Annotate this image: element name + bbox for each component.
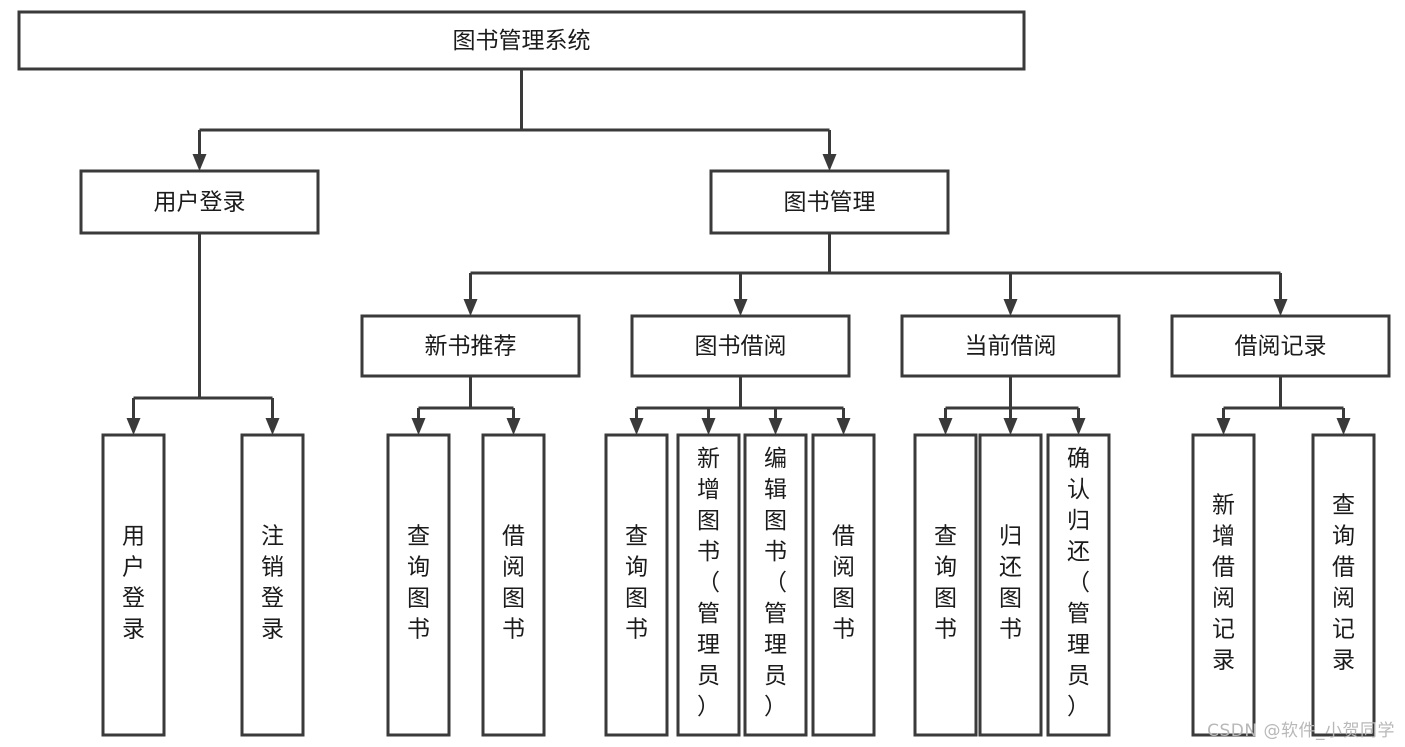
arrow-head-icon — [126, 418, 141, 435]
arrow-head-icon — [836, 418, 851, 435]
arrow-head-icon — [768, 418, 783, 435]
arrow-head-icon — [192, 154, 207, 171]
node-leaf-borrow-book-rec-label: 借阅图书 — [502, 524, 525, 643]
node-leaf-borrow-book-rec-box[interactable] — [481, 433, 546, 737]
arrow-head-icon — [629, 418, 644, 435]
node-current-borrow[interactable]: 当前借阅 — [900, 314, 1121, 378]
arrow-head-icon — [1273, 299, 1288, 316]
arrow-head-icon — [1003, 418, 1018, 435]
node-layer: 图书管理系统用户登录图书管理新书推荐图书借阅当前借阅借阅记录用户登录注销登录查询… — [17, 10, 1391, 737]
node-leaf-query-book-cur-box[interactable] — [913, 433, 978, 737]
node-new-book-rec-label: 新书推荐 — [425, 334, 517, 360]
node-leaf-query-book-rec-label: 查询图书 — [407, 524, 430, 643]
node-root-box[interactable] — [17, 10, 1026, 71]
node-leaf-query-book-cur-label: 查询图书 — [934, 524, 957, 643]
arrow-head-icon — [701, 418, 716, 435]
node-book-manage[interactable]: 图书管理 — [709, 169, 950, 235]
connector-layer — [126, 69, 1351, 435]
node-leaf-query-book-borrow-box[interactable] — [604, 433, 669, 737]
node-leaf-query-book-borrow[interactable]: 查询图书 — [604, 433, 669, 737]
node-current-borrow-label: 当前借阅 — [965, 334, 1057, 360]
node-leaf-return-book[interactable]: 归还图书 — [978, 433, 1043, 737]
node-leaf-query-book-rec-box[interactable] — [386, 433, 451, 737]
node-leaf-confirm-return-label: 确认归还（管理员） — [1067, 446, 1090, 720]
arrow-head-icon — [1336, 418, 1351, 435]
node-leaf-logout[interactable]: 注销登录 — [240, 433, 305, 737]
node-book-borrow-box[interactable] — [630, 314, 851, 378]
node-leaf-edit-book-box[interactable] — [743, 433, 808, 737]
node-leaf-user-login[interactable]: 用户登录 — [101, 433, 166, 737]
node-book-borrow-label: 图书借阅 — [695, 334, 787, 360]
node-leaf-confirm-return[interactable]: 确认归还（管理员） — [1046, 433, 1111, 737]
node-book-manage-box[interactable] — [709, 169, 950, 235]
arrow-head-icon — [822, 154, 837, 171]
node-leaf-add-record[interactable]: 新增借阅记录 — [1191, 433, 1256, 737]
node-current-borrow-box[interactable] — [900, 314, 1121, 378]
arrow-head-icon — [265, 418, 280, 435]
node-book-borrow[interactable]: 图书借阅 — [630, 314, 851, 378]
node-new-book-rec-box[interactable] — [360, 314, 581, 378]
node-leaf-confirm-return-box[interactable] — [1046, 433, 1111, 737]
arrow-head-icon — [506, 418, 521, 435]
node-leaf-query-book-borrow-label: 查询图书 — [625, 524, 648, 643]
node-leaf-return-book-label: 归还图书 — [999, 524, 1022, 643]
arrow-head-icon — [411, 418, 426, 435]
node-leaf-borrow-book-label: 借阅图书 — [832, 524, 855, 643]
node-root[interactable]: 图书管理系统 — [17, 10, 1026, 71]
arrow-head-icon — [938, 418, 953, 435]
node-borrow-record-box[interactable] — [1170, 314, 1391, 378]
node-leaf-user-login-label: 用户登录 — [122, 524, 145, 643]
node-leaf-query-record-label: 查询借阅记录 — [1332, 493, 1355, 674]
node-borrow-record-label: 借阅记录 — [1235, 334, 1327, 360]
node-user-login-box[interactable] — [79, 169, 320, 235]
arrow-head-icon — [733, 299, 748, 316]
node-leaf-borrow-book-box[interactable] — [811, 433, 876, 737]
arrow-head-icon — [1071, 418, 1086, 435]
arrow-head-icon — [1003, 299, 1018, 316]
node-leaf-logout-box[interactable] — [240, 433, 305, 737]
node-leaf-return-book-box[interactable] — [978, 433, 1043, 737]
node-leaf-query-record-box[interactable] — [1311, 433, 1376, 737]
node-leaf-logout-label: 注销登录 — [261, 524, 284, 643]
node-leaf-add-book-label: 新增图书（管理员） — [697, 446, 720, 720]
node-user-login-label: 用户登录 — [154, 190, 246, 216]
node-leaf-add-record-box[interactable] — [1191, 433, 1256, 737]
node-leaf-user-login-box[interactable] — [101, 433, 166, 737]
node-leaf-edit-book-label: 编辑图书（管理员） — [764, 446, 787, 720]
node-user-login[interactable]: 用户登录 — [79, 169, 320, 235]
node-leaf-add-book-box[interactable] — [676, 433, 741, 737]
node-new-book-rec[interactable]: 新书推荐 — [360, 314, 581, 378]
arrow-head-icon — [463, 299, 478, 316]
arrow-head-icon — [1216, 418, 1231, 435]
node-leaf-query-book-rec[interactable]: 查询图书 — [386, 433, 451, 737]
node-leaf-query-record[interactable]: 查询借阅记录 — [1311, 433, 1376, 737]
node-leaf-query-book-cur[interactable]: 查询图书 — [913, 433, 978, 737]
node-leaf-add-book[interactable]: 新增图书（管理员） — [676, 433, 741, 737]
node-root-label: 图书管理系统 — [453, 28, 591, 54]
node-book-manage-label: 图书管理 — [784, 190, 876, 216]
node-leaf-add-record-label: 新增借阅记录 — [1212, 493, 1235, 674]
node-leaf-borrow-book-rec[interactable]: 借阅图书 — [481, 433, 546, 737]
node-leaf-borrow-book[interactable]: 借阅图书 — [811, 433, 876, 737]
node-borrow-record[interactable]: 借阅记录 — [1170, 314, 1391, 378]
node-leaf-edit-book[interactable]: 编辑图书（管理员） — [743, 433, 808, 737]
